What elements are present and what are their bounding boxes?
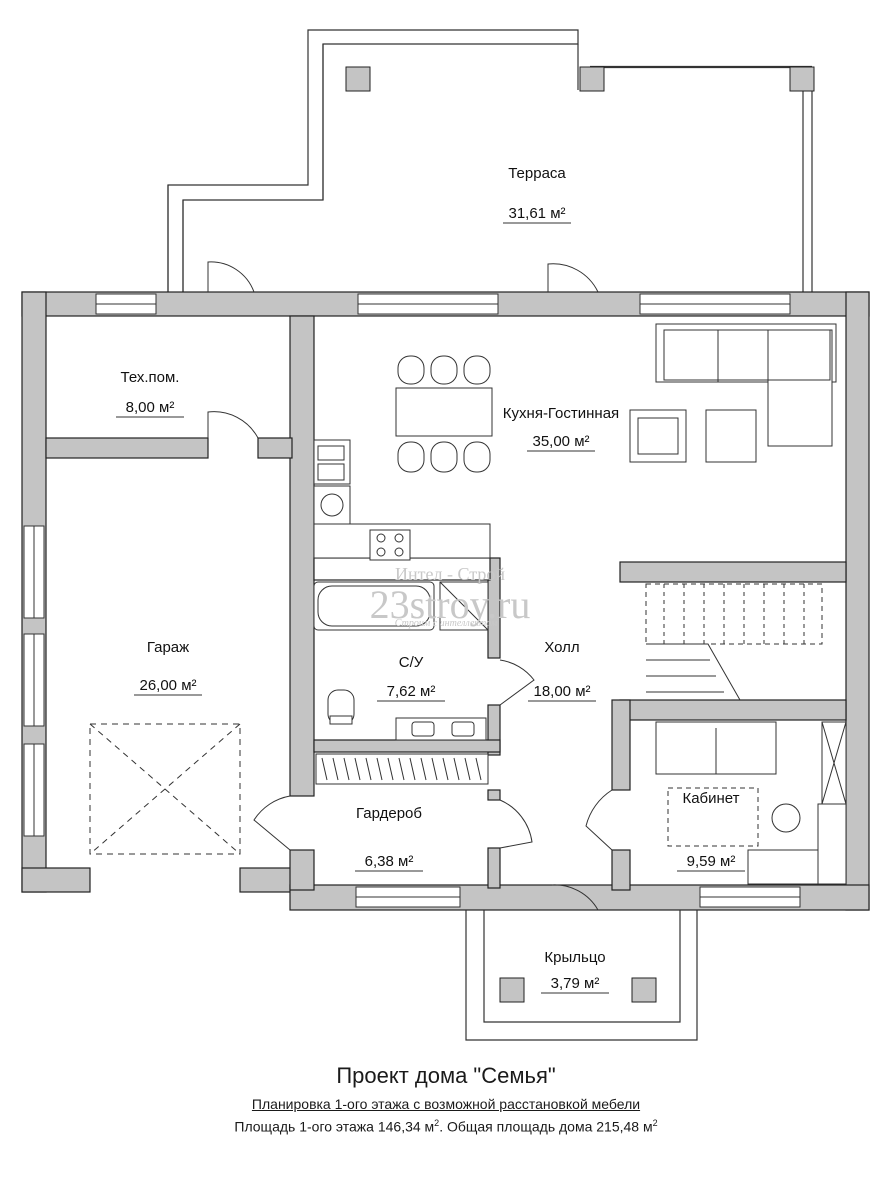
room-name-bathroom: С/У [399,654,424,671]
stair-upper [645,583,823,645]
door-swing [499,799,533,849]
parking-spot [89,723,241,855]
chair [430,355,458,385]
porch-post [631,977,657,1003]
room-name-wardrobe: Гардероб [356,805,422,822]
door-swing [547,263,599,293]
plan-title: Проект дома "Семья" [336,1063,556,1088]
wall-bottom-left [21,867,91,893]
wall-office-top [619,699,847,721]
room-area-tech: 8,00 м² [126,399,175,416]
hanger [376,757,383,781]
chair [463,355,491,385]
office-chair [771,803,801,833]
door-swing [499,659,535,706]
hanger [475,757,482,781]
terrace-post [789,66,815,92]
area-sup: 2 [652,1118,658,1128]
room-name-porch: Крыльцо [544,949,605,966]
porch-post [499,977,525,1003]
room-area-hall: 18,00 м² [533,683,590,700]
chair [397,441,425,473]
door-swing [207,261,255,293]
room-name-kitchen: Кухня-Гостинная [503,405,619,422]
room-name-garage: Гараж [147,639,189,656]
hanger [420,757,427,781]
plan-subtitle: Планировка 1-ого этажа с возможной расст… [251,1096,641,1112]
room-area-terrace: 31,61 м² [508,205,565,222]
watermark-line1: Интел - Строй [395,564,505,584]
room-name-office: Кабинет [682,790,739,807]
hanger [354,757,361,781]
room-area-kitchen: 35,00 м² [532,433,589,450]
first-floor-area: Площадь 1-ого этажа 146,34 м [234,1118,435,1135]
door-swing [585,789,613,851]
hanger [398,757,405,781]
hanger [453,757,460,781]
terrace-post [345,66,371,92]
wall-office-left [611,699,631,791]
hanger [365,757,372,781]
stove [369,529,411,561]
hanger [321,757,328,781]
office-rug [667,787,759,847]
stair-lower [646,643,741,701]
room-area-garage: 26,00 м² [139,677,196,694]
wall-bath-wardrobe [313,739,501,753]
door-swing [207,411,259,439]
coffee-table [705,409,757,463]
hanger [431,757,438,781]
hanger [409,757,416,781]
room-name-tech: Тех.пом. [121,369,180,386]
terrace-outline [167,29,579,292]
plan-area-line: Площадь 1-ого этажа 146,34 м2. Общая пло… [0,1118,892,1135]
chair [463,441,491,473]
area-sup: 2 [434,1118,440,1128]
room-area-office: 9,59 м² [687,853,736,870]
room-area-wardrobe: 6,38 м² [365,853,414,870]
wall-stair-top [619,561,847,583]
room-area-porch: 3,79 м² [551,975,600,992]
dining-table [395,387,493,437]
watermark-line3: Строим с интеллектом [395,618,498,629]
terrace-post [579,66,605,92]
wall-right [845,291,870,911]
total-area: . Общая площадь дома 215,48 м [439,1118,653,1135]
hanger [387,757,394,781]
hanger [442,757,449,781]
hanger [332,757,339,781]
watermark-line2: 23stroy.ru [370,582,531,627]
room-name-terrace: Терраса [508,165,566,182]
hanger [343,757,350,781]
chair [430,441,458,473]
door-swing [253,795,291,851]
wall-garage-house [289,315,315,797]
wall-tech-garage [45,437,209,459]
room-area-bathroom: 7,62 м² [387,683,436,700]
door-swing [551,884,599,911]
wall-bottom-garage [239,867,293,893]
hanger [464,757,471,781]
chair [397,355,425,385]
porch-outline [465,910,698,1041]
room-name-hall: Холл [544,639,579,656]
